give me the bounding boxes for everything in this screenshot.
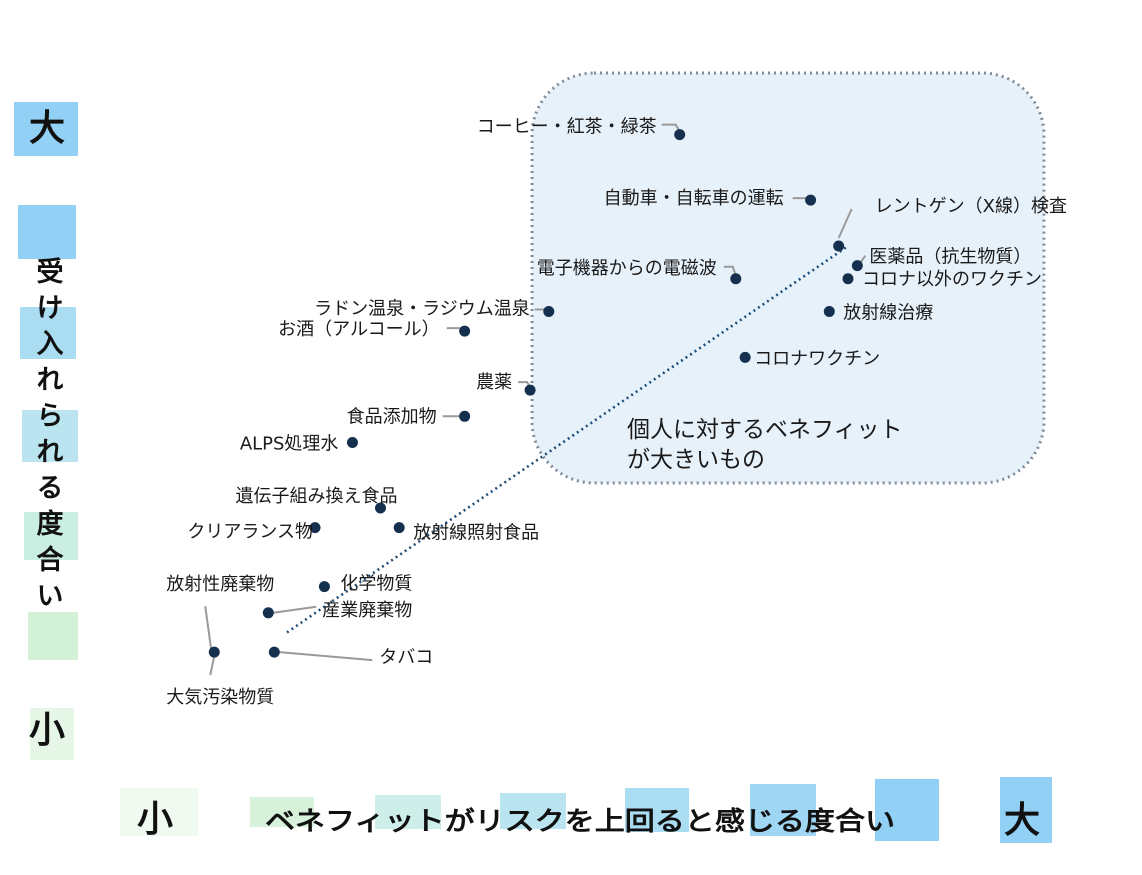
- x-axis-block: [625, 788, 689, 832]
- x-axis-block: [375, 795, 441, 829]
- data-point: [375, 502, 386, 514]
- point-label: 遺伝子組み換え食品: [236, 486, 398, 507]
- point-label: ALPS処理水: [240, 434, 339, 455]
- y-axis-block: [18, 205, 76, 259]
- point-label: 産業廃棄物: [322, 600, 412, 621]
- data-point: [543, 306, 555, 317]
- data-point: [805, 194, 817, 206]
- x-axis-title: ベネフィットがリスクを上回ると感じる度合い: [265, 806, 895, 837]
- data-points: [208, 129, 863, 658]
- x-axis-block: [750, 784, 816, 836]
- leader-line: [723, 265, 737, 277]
- point-label: 自動車・自転車の運転: [604, 188, 784, 209]
- data-point: [674, 129, 686, 141]
- y-axis-block: [14, 102, 78, 156]
- leader-line: [837, 208, 853, 239]
- point-label: 電子機器からの電磁波: [537, 258, 717, 279]
- leader-line: [279, 651, 373, 662]
- x-axis-high-label: 大: [1004, 800, 1040, 841]
- highlight-box-label-line2: が大きいもの: [627, 447, 765, 473]
- data-point: [208, 646, 220, 658]
- data-point: [459, 325, 471, 337]
- point-label: タバコ: [379, 647, 433, 668]
- data-point: [739, 351, 751, 363]
- data-point: [318, 581, 330, 593]
- point-label: 食品添加物: [347, 406, 437, 427]
- x-axis-low-label: 小: [137, 799, 173, 840]
- x-axis-block: [1000, 777, 1052, 843]
- data-point: [833, 240, 845, 252]
- point-label: 農薬: [476, 372, 512, 393]
- data-point: [268, 646, 280, 658]
- data-point: [730, 273, 742, 285]
- leader-line: [273, 605, 317, 614]
- highlight-box-label-line1: 個人に対するベネフィット: [627, 417, 903, 443]
- data-point: [851, 260, 863, 272]
- y-axis-block: [28, 612, 78, 660]
- point-label: クリアランス物: [187, 522, 313, 543]
- highlight-box: [530, 71, 1046, 485]
- point-label: レントゲン（X線）検査: [875, 196, 1067, 217]
- point-label: 化学物質: [340, 574, 412, 595]
- data-point: [823, 306, 835, 317]
- x-axis-block: [500, 793, 566, 829]
- point-label: お酒（アルコール）: [278, 319, 439, 340]
- point-label: コーヒー・紅茶・緑茶: [477, 117, 657, 138]
- leader-lines: [204, 123, 867, 676]
- data-point: [459, 410, 471, 422]
- trend-line: [286, 244, 849, 634]
- leader-line: [204, 605, 213, 651]
- data-point: [262, 607, 274, 619]
- data-point: [309, 522, 321, 534]
- x-axis-block: [875, 779, 939, 841]
- point-label: 大気汚染物質: [166, 687, 274, 708]
- y-axis-title: 受け入れられる度合い: [32, 256, 64, 617]
- data-point: [842, 273, 854, 285]
- y-axis-block: [30, 708, 74, 760]
- data-point: [393, 522, 405, 534]
- point-label: 放射線照射食品: [413, 523, 539, 544]
- data-point: [524, 384, 536, 396]
- y-axis-low-label: 小: [29, 710, 65, 751]
- leader-line: [209, 655, 216, 676]
- y-axis-block: [22, 410, 78, 462]
- point-label: コロナワクチン: [754, 348, 880, 369]
- leader-line: [859, 255, 867, 264]
- y-axis-high-label: 大: [29, 108, 65, 149]
- x-axis-block: [120, 788, 198, 836]
- axis-gradient-blocks: [14, 102, 1052, 843]
- y-axis-block: [20, 307, 76, 359]
- point-label: 放射性廃棄物: [166, 574, 274, 595]
- y-axis-block: [24, 512, 78, 560]
- point-label: ラドン温泉・ラジウム温泉: [314, 299, 530, 320]
- point-label: 医薬品（抗生物質）: [869, 247, 1031, 268]
- point-label: コロナ以外のワクチン: [862, 269, 1042, 290]
- x-axis-block: [250, 797, 314, 827]
- point-label: 放射線治療: [843, 303, 933, 324]
- data-point: [346, 437, 358, 448]
